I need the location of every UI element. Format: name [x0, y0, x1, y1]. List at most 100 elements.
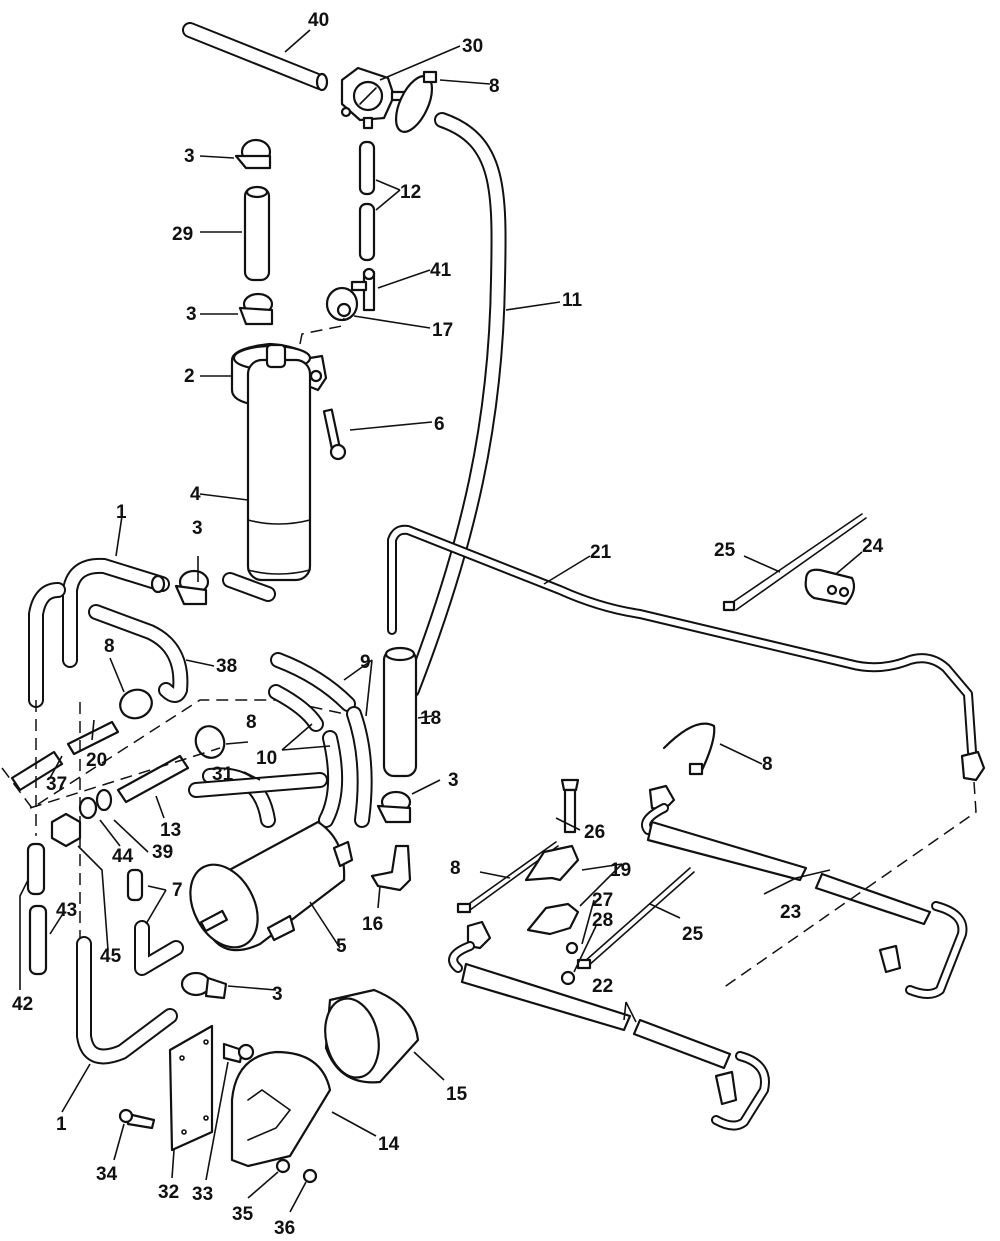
callout-8: 8: [489, 76, 500, 97]
callout-11: 11: [562, 290, 583, 311]
callout-36: 36: [274, 1218, 295, 1236]
part-24-grommet: [804, 568, 856, 606]
callout-15: 15: [446, 1084, 468, 1105]
part-10-hoses: [268, 684, 344, 828]
part-hose: [28, 582, 66, 708]
callout-8: 8: [104, 636, 115, 657]
callout-26: 26: [584, 822, 605, 843]
callout-23: 23: [780, 902, 801, 923]
callout-33: 33: [192, 1184, 213, 1205]
part-23-line: [641, 784, 968, 999]
part-5-filter: [189, 820, 354, 952]
part-18-hose: [382, 646, 418, 778]
callout-3: 3: [272, 984, 283, 1005]
part-45-nut: [50, 812, 82, 848]
callout-1: 1: [116, 502, 127, 523]
part-8-clamp: [194, 725, 226, 759]
part-3-clamp: [174, 569, 210, 606]
part-34-bolt: [118, 1108, 156, 1130]
callout-13: 13: [160, 820, 181, 841]
callout-14: 14: [378, 1134, 400, 1155]
callout-18: 18: [420, 708, 441, 729]
leader-lines: [19, 29, 863, 1213]
callout-28: 28: [592, 910, 613, 931]
part-7-hose: [134, 920, 184, 976]
callout-45: 45: [100, 946, 122, 967]
part-35-washer: [275, 1158, 291, 1174]
callout-37: 37: [46, 774, 67, 795]
callout-25: 25: [714, 540, 736, 561]
callout-40: 40: [308, 10, 329, 31]
part-19-clamp: [524, 844, 580, 936]
part-13-fitting: [116, 754, 190, 804]
part-22-line: [448, 920, 770, 1131]
part-3-clamp: [238, 292, 274, 326]
part-42-fitting: [26, 842, 46, 896]
callout-24: 24: [862, 536, 884, 557]
part-40-hose: [182, 22, 329, 92]
part-39-washer: [95, 788, 113, 812]
callout-32: 32: [158, 1182, 179, 1203]
callout-30: 30: [462, 36, 483, 57]
callout-7: 7: [172, 880, 183, 901]
callout-31: 31: [212, 764, 234, 785]
part-4-filter: [222, 343, 312, 602]
part-37-hose: [10, 750, 64, 792]
callout-16: 16: [362, 914, 383, 935]
callout-38: 38: [216, 656, 237, 677]
callout-12: 12: [400, 182, 421, 203]
part-28-nut: [560, 970, 576, 986]
part-1-hose: [76, 936, 178, 1065]
callout-20: 20: [86, 750, 107, 771]
callout-8: 8: [762, 754, 773, 775]
part-41-tee: [350, 267, 376, 312]
callout-3: 3: [192, 518, 203, 539]
part-9-hoses: [270, 652, 373, 828]
callout-22: 22: [592, 976, 613, 997]
part-1-hose: [62, 557, 170, 668]
callout-39: 39: [152, 842, 173, 863]
part-3-clamp: [234, 138, 272, 170]
part-29-hose: [243, 185, 271, 282]
part-14-bracket: [230, 1050, 332, 1168]
part-44-washer: [78, 796, 98, 820]
callout-3: 3: [184, 146, 195, 167]
part-8-tie-strap: [662, 722, 716, 776]
part-38-hose: [88, 604, 189, 703]
callout-1: 1: [56, 1114, 67, 1135]
part-15-sleeve: [324, 988, 420, 1084]
part-25-tie-strap: [722, 513, 867, 612]
callout-34: 34: [96, 1164, 118, 1185]
part-21-fuel-line: [387, 524, 986, 782]
part-33-bolt: [222, 1042, 255, 1064]
part-12-tubes: [358, 140, 376, 262]
callout-44: 44: [112, 846, 134, 867]
callout-17: 17: [432, 320, 453, 341]
callout-2: 2: [184, 366, 195, 387]
callout-labels: 40 30 8 3 12 29 41 3 17 11 2 6 4 1 3 21 …: [12, 10, 884, 1239]
callout-5: 5: [336, 936, 347, 957]
callout-42: 42: [12, 994, 33, 1015]
part-8-clamp: [119, 688, 153, 720]
callout-6: 6: [434, 414, 445, 435]
callout-3: 3: [186, 304, 197, 325]
part-7-hose: [126, 868, 144, 902]
callout-41: 41: [430, 260, 452, 281]
callout-21: 21: [590, 542, 612, 563]
callout-8: 8: [450, 858, 461, 879]
part-3-clamp: [376, 790, 412, 824]
callout-9: 9: [360, 652, 371, 673]
callout-8: 8: [246, 712, 257, 733]
callout-25: 25: [682, 924, 704, 945]
callout-10: 10: [256, 748, 277, 769]
callout-19: 19: [610, 860, 631, 881]
part-30-valve: [340, 66, 408, 130]
callout-35: 35: [232, 1204, 254, 1225]
part-8-tie-strap: [394, 70, 438, 133]
callout-29: 29: [172, 224, 193, 245]
part-6-bolt: [322, 408, 347, 461]
part-26-bolt: [560, 778, 580, 834]
callout-43: 43: [56, 900, 77, 921]
part-11-hose: [404, 112, 507, 698]
